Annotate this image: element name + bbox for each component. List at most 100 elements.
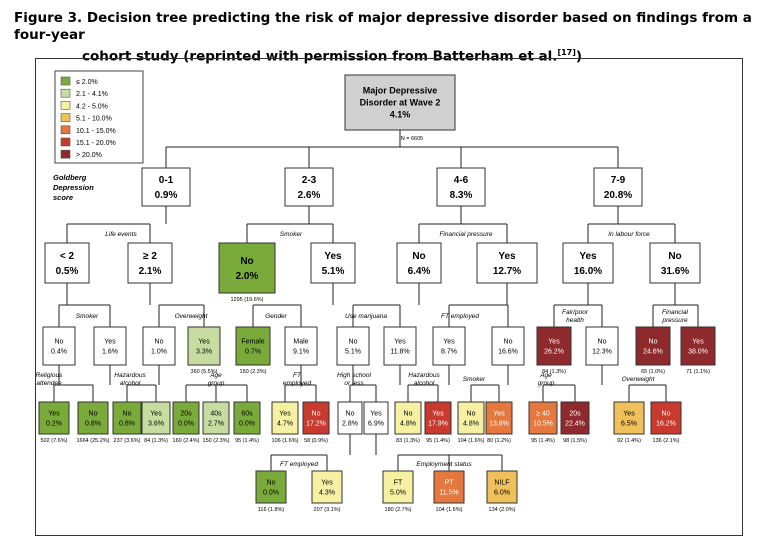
node-count: N = 6605 [401, 136, 423, 142]
node-text: 16.6% [498, 348, 518, 355]
node-text: Yes [150, 410, 162, 417]
node-box [486, 470, 518, 504]
node-text: Yes [493, 410, 505, 417]
node-text: No [662, 410, 671, 417]
node-text: No [55, 338, 64, 345]
node-text: 11.8% [390, 348, 409, 355]
node-text: 2.7% [208, 420, 224, 427]
legend-label: 4.2 - 5.0% [76, 103, 108, 110]
tree-node-fe_no: No0.0%116 (1.8%) [255, 470, 287, 513]
node-box [635, 326, 671, 366]
node-count: 160 (2.4%) [173, 438, 200, 444]
node-text: Yes [370, 410, 382, 417]
node-text: 3.3% [196, 348, 212, 355]
node-count: 84 (1.3%) [144, 438, 168, 444]
node-text: 12.7% [493, 266, 521, 277]
node-text: No [155, 338, 164, 345]
node-text: No [349, 338, 358, 345]
split-label: Financial [662, 309, 689, 316]
node-box [77, 401, 109, 435]
node-text: 0.0% [178, 420, 194, 427]
node-text: 17.2% [306, 420, 326, 427]
node-text: 40s [210, 410, 222, 417]
node-text: Yes [394, 338, 406, 345]
side-label: Depression [53, 183, 94, 192]
node-text: Yes [548, 338, 560, 345]
node-count: 95 (1.4%) [426, 438, 450, 444]
node-text: ≥ 2 [143, 251, 157, 262]
tree-node-e_no: No 16.6% [491, 326, 525, 366]
node-box [432, 326, 466, 366]
split-label: Use marijuana [345, 313, 387, 320]
legend-label: 5.1 - 10.0% [76, 116, 112, 123]
node-count: 84 (1.3%) [542, 369, 566, 375]
node-count: 237 (3.6%) [114, 438, 141, 444]
node-text: 0-1 [159, 175, 174, 186]
node-count: 104 (1.6%) [458, 438, 485, 444]
node-box [141, 167, 191, 207]
node-text: Major Depressive [363, 86, 438, 96]
split-label: group [538, 380, 555, 387]
node-text: 11.5% [439, 489, 458, 496]
node-text: 4.8% [463, 420, 479, 427]
legend-swatch [60, 88, 71, 98]
node-text: No [123, 410, 132, 417]
node-text: 0.8% [119, 420, 135, 427]
node-text: 6.9% [368, 420, 384, 427]
node-count: 58 (0.9%) [304, 438, 328, 444]
split-label: Financial pressure [439, 231, 492, 238]
node-box [363, 401, 389, 435]
node-count: 95 (1.4%) [531, 438, 555, 444]
node-box [344, 74, 456, 131]
split-label: Overweight [175, 313, 209, 320]
node-box [528, 401, 558, 435]
node-text: 0.8% [85, 420, 101, 427]
node-box [650, 401, 682, 435]
node-box [536, 326, 572, 366]
node-text: Yes [48, 410, 60, 417]
node-box [142, 326, 176, 366]
split-label: alcohol [414, 380, 435, 387]
node-text: 26.2% [544, 348, 564, 355]
node-text: 2-3 [302, 175, 317, 186]
legend-label: ≤ 2.0% [76, 79, 98, 86]
node-text: 0.2% [46, 420, 62, 427]
node-text: No [504, 338, 513, 345]
node-box [284, 326, 318, 366]
tree-node-le_ge2: ≥ 22.1% [127, 242, 173, 284]
node-text: FT [394, 479, 403, 486]
node-count: 83 (1.3%) [396, 438, 420, 444]
tree-node-b_no: No1.0% [142, 326, 176, 366]
split-label: Gender [265, 313, 288, 320]
node-text: Yes [692, 338, 704, 345]
tree-node-d_no: No5.1% [336, 326, 370, 366]
split-label: attendee [36, 380, 62, 387]
tree-node-sm_no: No2.0%1295 (19.6%) [218, 242, 276, 303]
split-label: Smoker [280, 231, 303, 238]
node-box [336, 326, 370, 366]
node-text: 38.0% [688, 348, 708, 355]
node-box [112, 401, 142, 435]
side-label: Goldberg [53, 173, 87, 182]
node-count: 116 (1.8%) [258, 507, 285, 513]
node-text: 7-9 [611, 175, 626, 186]
node-count: 95 (1.4%) [235, 438, 259, 444]
node-box [491, 326, 525, 366]
node-box [433, 470, 465, 504]
node-text: 13.8% [489, 420, 509, 427]
split-label: Age [209, 372, 222, 379]
node-text: 0.0% [263, 489, 279, 496]
node-text: ≥ 40 [536, 410, 550, 417]
node-text: Yes [324, 251, 342, 262]
node-box [311, 470, 343, 504]
